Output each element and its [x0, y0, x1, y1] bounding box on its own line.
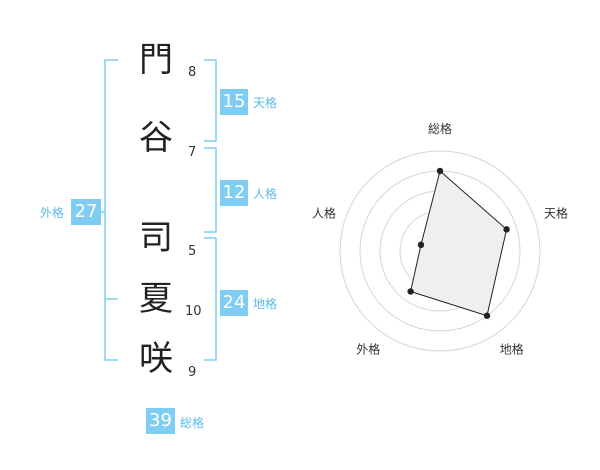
soukaku-value-badge: 39 — [146, 408, 175, 434]
radar-point-2 — [483, 312, 491, 319]
gaikaku-bracket — [104, 59, 118, 361]
radar-data-polygon — [410, 170, 508, 317]
chikaku-label: 地格 — [253, 297, 278, 311]
name-char-1: 門 — [139, 40, 173, 80]
radar-axis-label-0: 総格 — [428, 121, 452, 136]
radar-ring-5 — [339, 150, 541, 352]
stroke-count-1: 8 — [188, 65, 197, 80]
name-char-5: 咲 — [139, 339, 173, 379]
name-char-3: 司 — [139, 218, 173, 258]
radar-point-4 — [417, 241, 425, 249]
radar-point-1 — [503, 226, 510, 233]
stroke-count-2: 7 — [188, 145, 197, 160]
radar-axis-label-4: 人格 — [312, 205, 336, 220]
jinkaku-bracket — [204, 147, 217, 233]
radar-data-points — [407, 167, 510, 319]
tenkaku-label: 天格 — [253, 96, 278, 110]
chikaku-bracket — [204, 237, 217, 361]
radar-axis-label-2: 地格 — [500, 342, 524, 357]
stroke-count-4: 10 — [185, 304, 202, 319]
soukaku-label: 総格 — [180, 416, 205, 430]
name-char-4: 夏 — [139, 279, 173, 319]
radar-point-0 — [436, 167, 444, 175]
tenkaku-bracket — [204, 59, 217, 142]
jinkaku-label: 人格 — [253, 187, 278, 201]
radar-axis-label-3: 外格 — [356, 342, 380, 357]
radar-axis-label-1: 天格 — [544, 205, 568, 220]
name-char-2: 谷 — [139, 118, 173, 158]
gaikaku-value-badge: 27 — [71, 199, 101, 225]
jinkaku-value-badge: 12 — [220, 180, 248, 206]
tenkaku-value-badge: 15 — [220, 89, 248, 115]
gaikaku-label: 外格 — [40, 206, 65, 220]
chikaku-value-badge: 24 — [220, 290, 248, 316]
radar-point-3 — [407, 288, 414, 295]
stroke-count-3: 5 — [188, 244, 197, 259]
stroke-count-5: 9 — [188, 365, 197, 380]
